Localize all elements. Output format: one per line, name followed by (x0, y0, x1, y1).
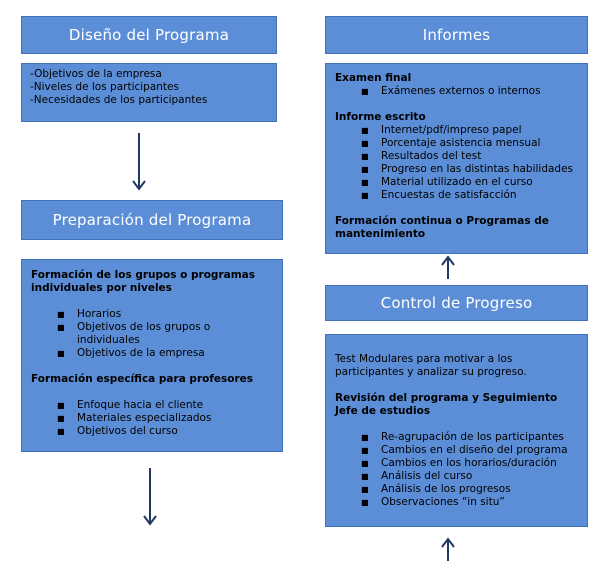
control-revision-list: ■Re-agrupación de los participantes ■Cam… (335, 431, 579, 509)
preparacion-section1-list: ■Horarios ■Objetivos de los grupos o ind… (31, 308, 274, 360)
bullet-icon: ■ (361, 165, 369, 174)
informes-informe-title: Informe escrito (335, 111, 426, 123)
down-arrow-1-icon (132, 133, 146, 191)
informes-examen-title: Examen final (335, 72, 412, 84)
bullet-icon: ■ (361, 446, 369, 455)
bullet-icon: ■ (361, 191, 369, 200)
list-item: ■Objetivos de la empresa (57, 347, 205, 359)
list-item: ■Porcentaje asistencia mensual (361, 137, 541, 149)
bullet-icon: ■ (57, 323, 65, 332)
list-item: ■Objetivos de los grupos o individuales (57, 321, 211, 346)
preparacion-header: Preparación del Programa (21, 200, 283, 240)
informes-header: Informes (325, 16, 588, 54)
preparacion-section1-title: Formación de los grupos o programas indi… (31, 269, 255, 294)
list-item: ■Material utilizado en el curso (361, 176, 533, 188)
bullet-icon: ■ (361, 472, 369, 481)
preparacion-title: Preparación del Programa (52, 211, 252, 229)
list-item: ■Análisis del curso (361, 470, 473, 482)
list-item: ■Internet/pdf/impreso papel (361, 124, 522, 136)
bullet-icon: ■ (57, 427, 65, 436)
bullet-icon: ■ (361, 126, 369, 135)
diseno-title: Diseño del Programa (68, 26, 230, 44)
bullet-icon: ■ (57, 310, 65, 319)
informes-formacion-title: Formación continua o Programas de manten… (335, 215, 549, 240)
diseno-header: Diseño del Programa (21, 16, 277, 54)
control-revision-title: Revisión del programa y Seguimiento Jefe… (335, 392, 558, 417)
up-arrow-1-icon (441, 255, 455, 279)
control-header: Control de Progreso (325, 285, 588, 321)
up-arrow-2-icon (441, 537, 455, 561)
control-intro: Test Modulares para motivar a los partic… (335, 353, 527, 378)
list-item: ■Objetivos del curso (57, 425, 178, 437)
list-item: ■Re-agrupación de los participantes (361, 431, 564, 443)
diseno-item: -Necesidades de los participantes (30, 94, 208, 106)
bullet-icon: ■ (361, 498, 369, 507)
list-item: ■Enfoque hacia el cliente (57, 399, 204, 411)
list-item: ■Progreso en las distintas habilidades (361, 163, 574, 175)
control-content-box: Test Modulares para motivar a los partic… (325, 334, 588, 527)
diseno-item: -Niveles de los participantes (30, 81, 179, 93)
down-arrow-2-icon (143, 468, 157, 526)
list-item: ■Cambios en el diseño del programa (361, 444, 568, 456)
informes-content-box: Examen final ■Exámenes externos o intern… (325, 63, 588, 254)
bullet-icon: ■ (57, 401, 65, 410)
list-item: ■Encuestas de satisfacción (361, 189, 517, 201)
informes-examen-list: ■Exámenes externos o internos (335, 85, 579, 98)
bullet-icon: ■ (57, 414, 65, 423)
bullet-icon: ■ (361, 433, 369, 442)
list-item: ■Observaciones “in situ” (361, 496, 505, 508)
diseno-item: -Objetivos de la empresa (30, 68, 162, 80)
preparacion-section2-list: ■Enfoque hacia el cliente ■Materiales es… (31, 399, 274, 438)
bullet-icon: ■ (361, 459, 369, 468)
informes-title: Informes (422, 26, 491, 44)
list-item: ■Cambios en los horarios/duración (361, 457, 557, 469)
list-item: ■Horarios (57, 308, 122, 320)
list-item: ■Resultados del test (361, 150, 482, 162)
bullet-icon: ■ (361, 485, 369, 494)
bullet-icon: ■ (57, 349, 65, 358)
bullet-icon: ■ (361, 139, 369, 148)
list-item: ■Análisis de los progresos (361, 483, 511, 495)
bullet-icon: ■ (361, 87, 369, 96)
diseno-content-box: -Objetivos de la empresa -Niveles de los… (21, 63, 277, 122)
preparacion-content-box: Formación de los grupos o programas indi… (21, 259, 283, 452)
list-item: ■Materiales especializados (57, 412, 212, 424)
bullet-icon: ■ (361, 152, 369, 161)
bullet-icon: ■ (361, 178, 369, 187)
control-title: Control de Progreso (380, 294, 533, 312)
list-item: ■Exámenes externos o internos (361, 85, 541, 97)
informes-informe-list: ■Internet/pdf/impreso papel ■Porcentaje … (335, 124, 579, 202)
preparacion-section2-title: Formación específica para profesores (31, 373, 254, 385)
